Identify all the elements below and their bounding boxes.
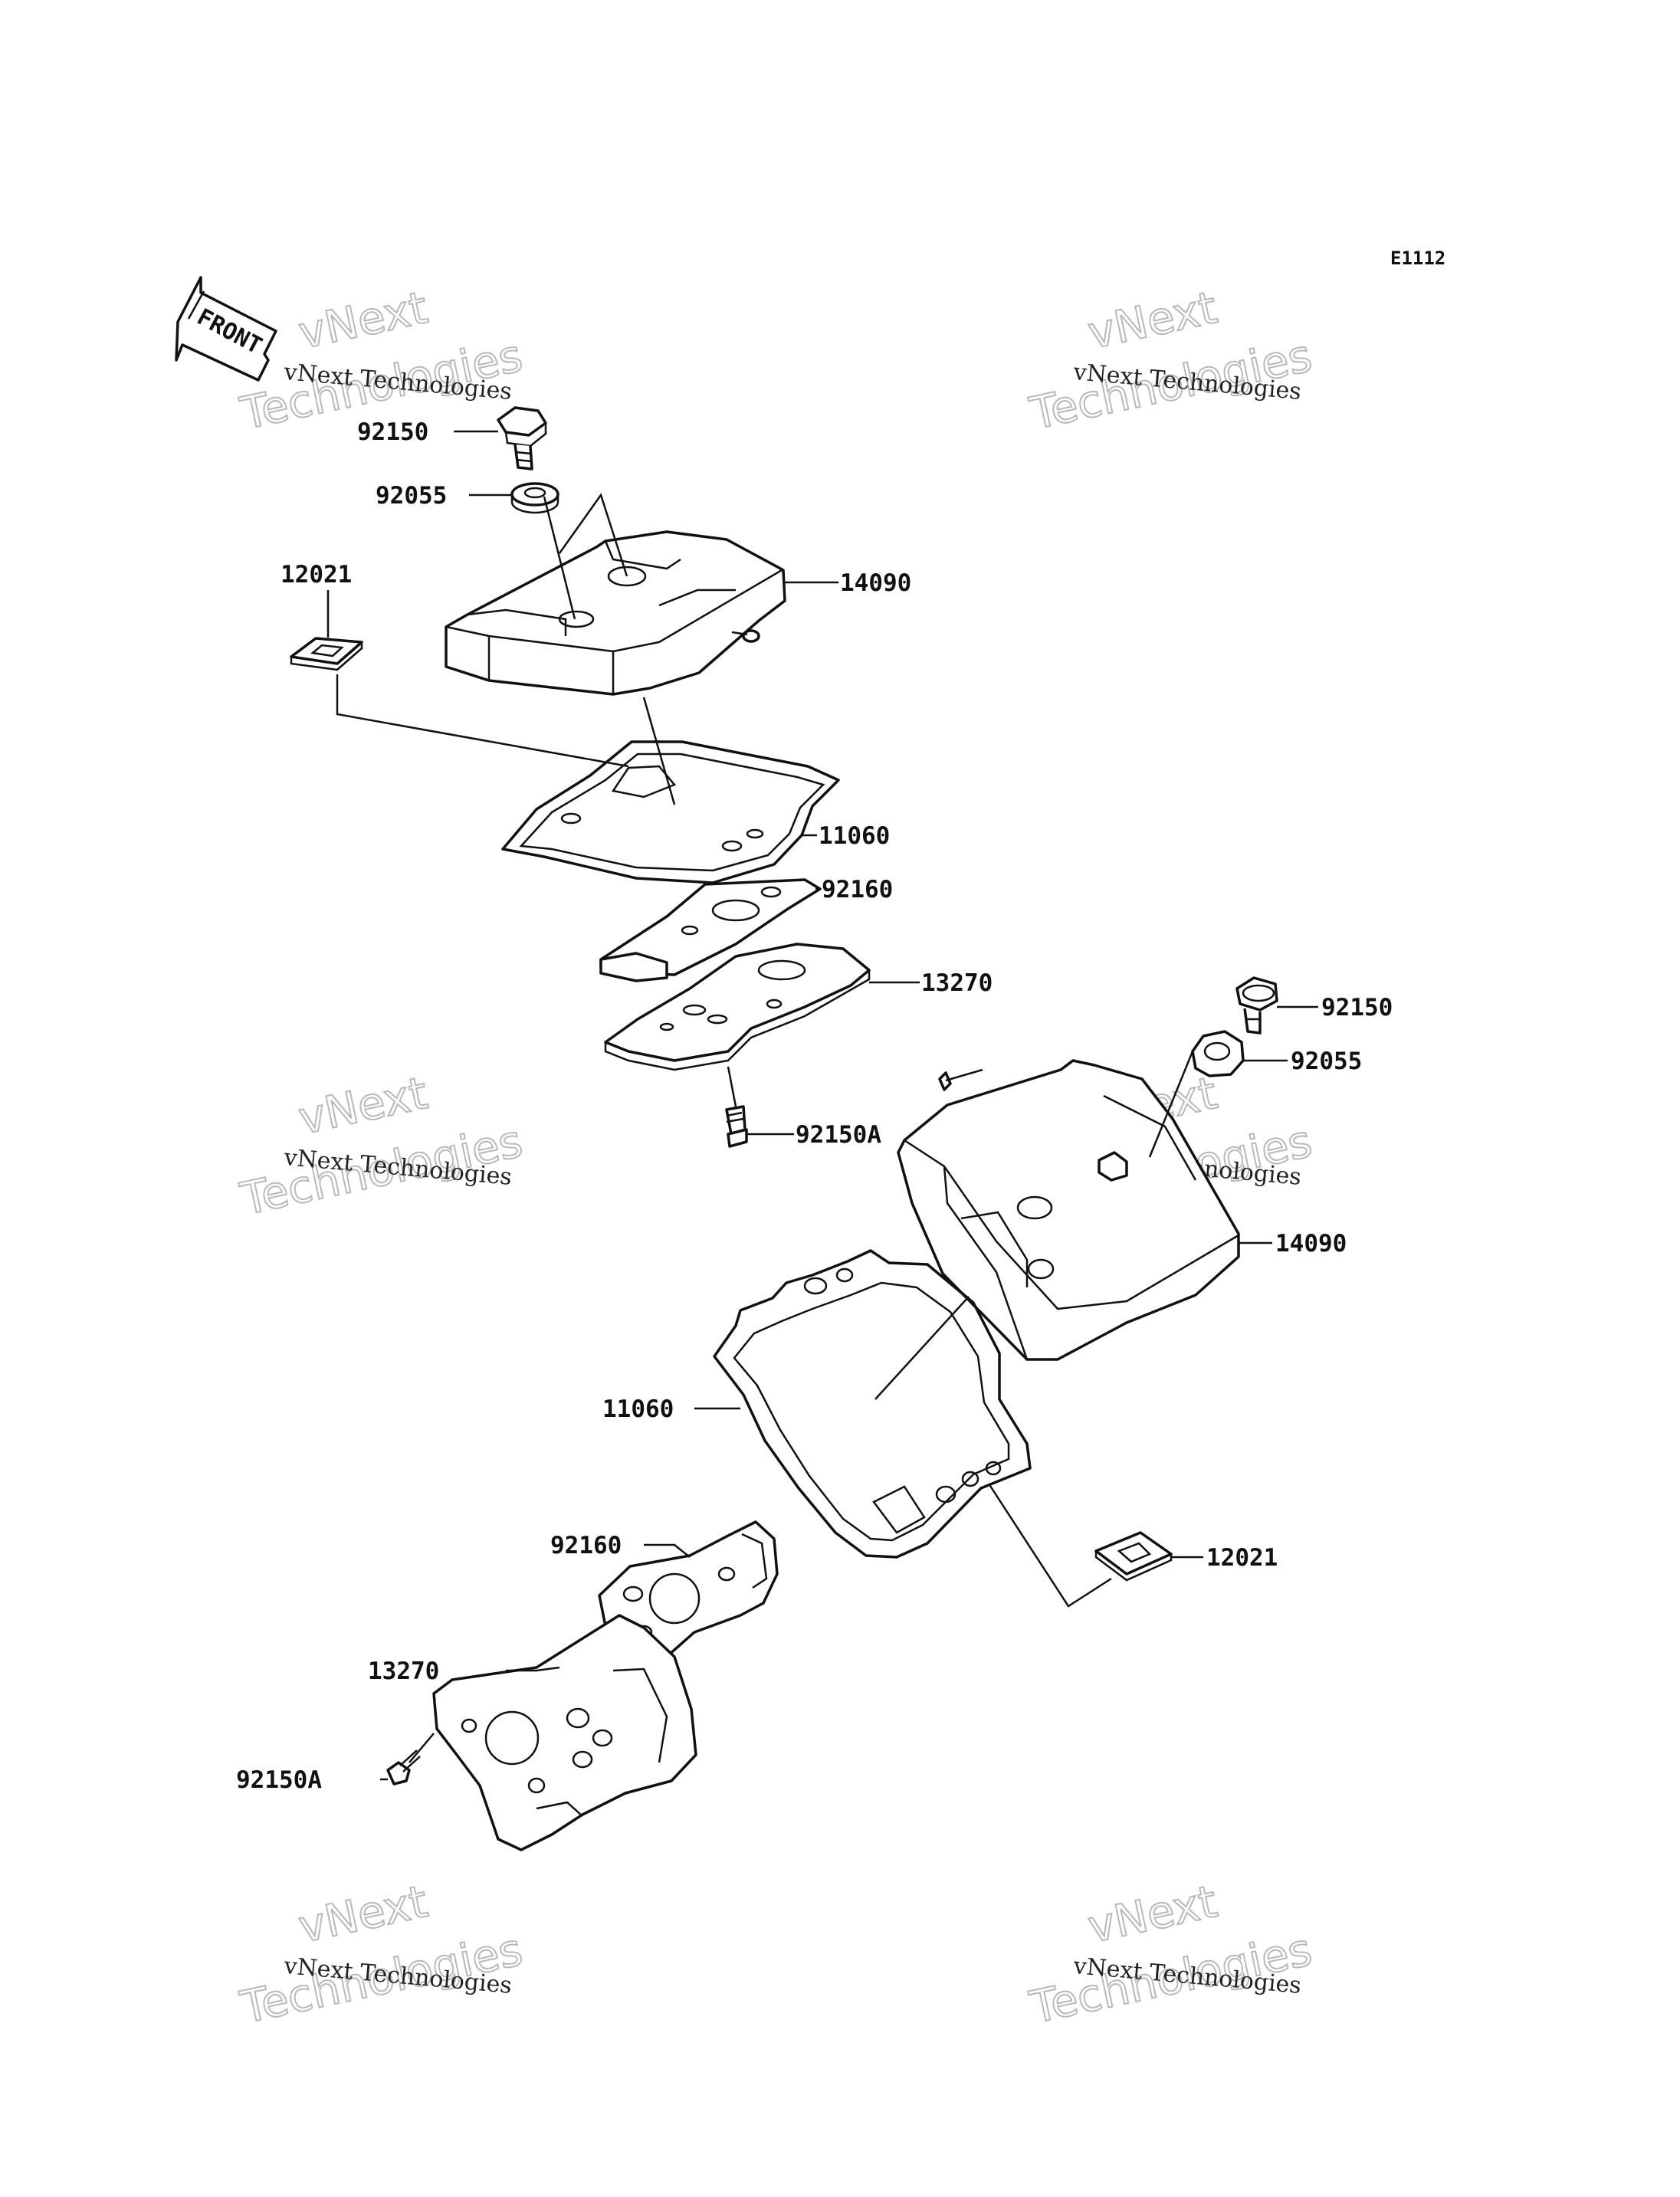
lower-plate-icon [432,1614,697,1851]
lower-bolt-label: 92150 [1321,994,1393,1021]
upper-cover-icon [445,530,786,696]
watermark-bottom-right: vNext Technologies vNext Technologies [1025,1874,1317,2035]
upper-plate-icon [604,943,871,1071]
upper-small-bolt-label: 92150A [796,1121,881,1149]
upper-small-bolt-icon [725,1105,748,1148]
upper-gasket-icon [501,740,840,884]
watermark-mid-left: vNext Technologies vNext Technologies [235,1066,528,1226]
upper-gasket-label: 11060 [819,822,890,850]
svg-text:vNext: vNext [1084,1875,1222,1953]
upper-washer-icon [510,482,559,514]
lower-cover-icon [897,1059,1240,1361]
upper-cover-label: 14090 [840,569,911,597]
lower-gasket-icon [713,1249,1032,1559]
front-arrow-icon: FRONT [175,276,277,382]
upper-leader-lines [326,430,920,1136]
lower-cap-icon [1094,1531,1173,1582]
diagram-code: E1112 [1390,248,1445,269]
svg-text:vNext: vNext [294,281,432,359]
upper-cap-icon [290,637,363,671]
upper-bolt-label: 92150 [357,418,428,446]
lower-washer-label: 92055 [1291,1048,1362,1075]
upper-washer-label: 92055 [376,482,447,510]
svg-text:vNext: vNext [294,1875,432,1953]
lower-washer-icon [1191,1030,1245,1077]
watermark-top-right: vNext Technologies vNext Technologies [1025,280,1317,441]
upper-plate-label: 13270 [921,969,993,997]
upper-plate-gasket-label: 92160 [822,876,893,903]
lower-small-bolt-icon [386,1749,421,1785]
svg-text:vNext: vNext [294,1067,432,1145]
lower-bolt-icon [1235,976,1278,1035]
lower-plate-gasket-label: 92160 [550,1532,622,1559]
upper-cap-label: 12021 [281,561,352,589]
upper-bolt-icon [497,406,547,471]
svg-text:vNext: vNext [1084,281,1222,359]
upper-plate-gasket-icon [599,878,822,982]
watermark-top-left: vNext Technologies vNext Technologies [235,280,528,441]
lower-cap-label: 12021 [1206,1544,1278,1572]
lower-gasket-label: 11060 [602,1395,674,1423]
watermark-bottom-left: vNext Technologies vNext Technologies [235,1874,528,2035]
lower-leader-lines [380,1005,1318,1781]
lower-small-bolt-label: 92150A [236,1766,322,1794]
lower-cover-label: 14090 [1275,1230,1347,1258]
lower-plate-label: 13270 [368,1658,439,1685]
